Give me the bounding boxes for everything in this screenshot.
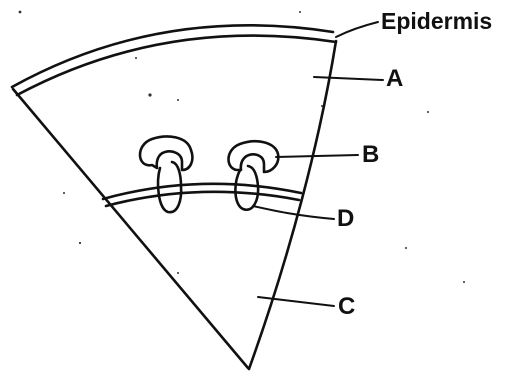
leader-epidermis — [336, 22, 378, 37]
bundle-cap-left — [140, 137, 192, 170]
epidermis-inner-line — [17, 36, 336, 95]
label-d: D — [337, 207, 354, 231]
label-a: A — [386, 67, 403, 91]
leader-c — [258, 297, 334, 306]
speckles — [19, 11, 465, 283]
sector-right-edge — [249, 41, 336, 369]
bundle-cap-right — [229, 141, 279, 172]
bundle-oval-right — [235, 166, 258, 210]
leader-b — [276, 155, 358, 157]
sector-left-edge — [13, 89, 248, 368]
label-b: B — [362, 143, 379, 167]
label-c: C — [338, 295, 355, 319]
middle-band-lower — [106, 192, 299, 206]
epidermis-outer-line — [12, 25, 333, 87]
label-epidermis: Epidermis — [381, 10, 492, 33]
leader-a — [314, 77, 383, 80]
vascular-bundle-left — [140, 137, 192, 213]
vascular-bundle-right — [229, 141, 279, 209]
leader-d — [253, 206, 334, 219]
